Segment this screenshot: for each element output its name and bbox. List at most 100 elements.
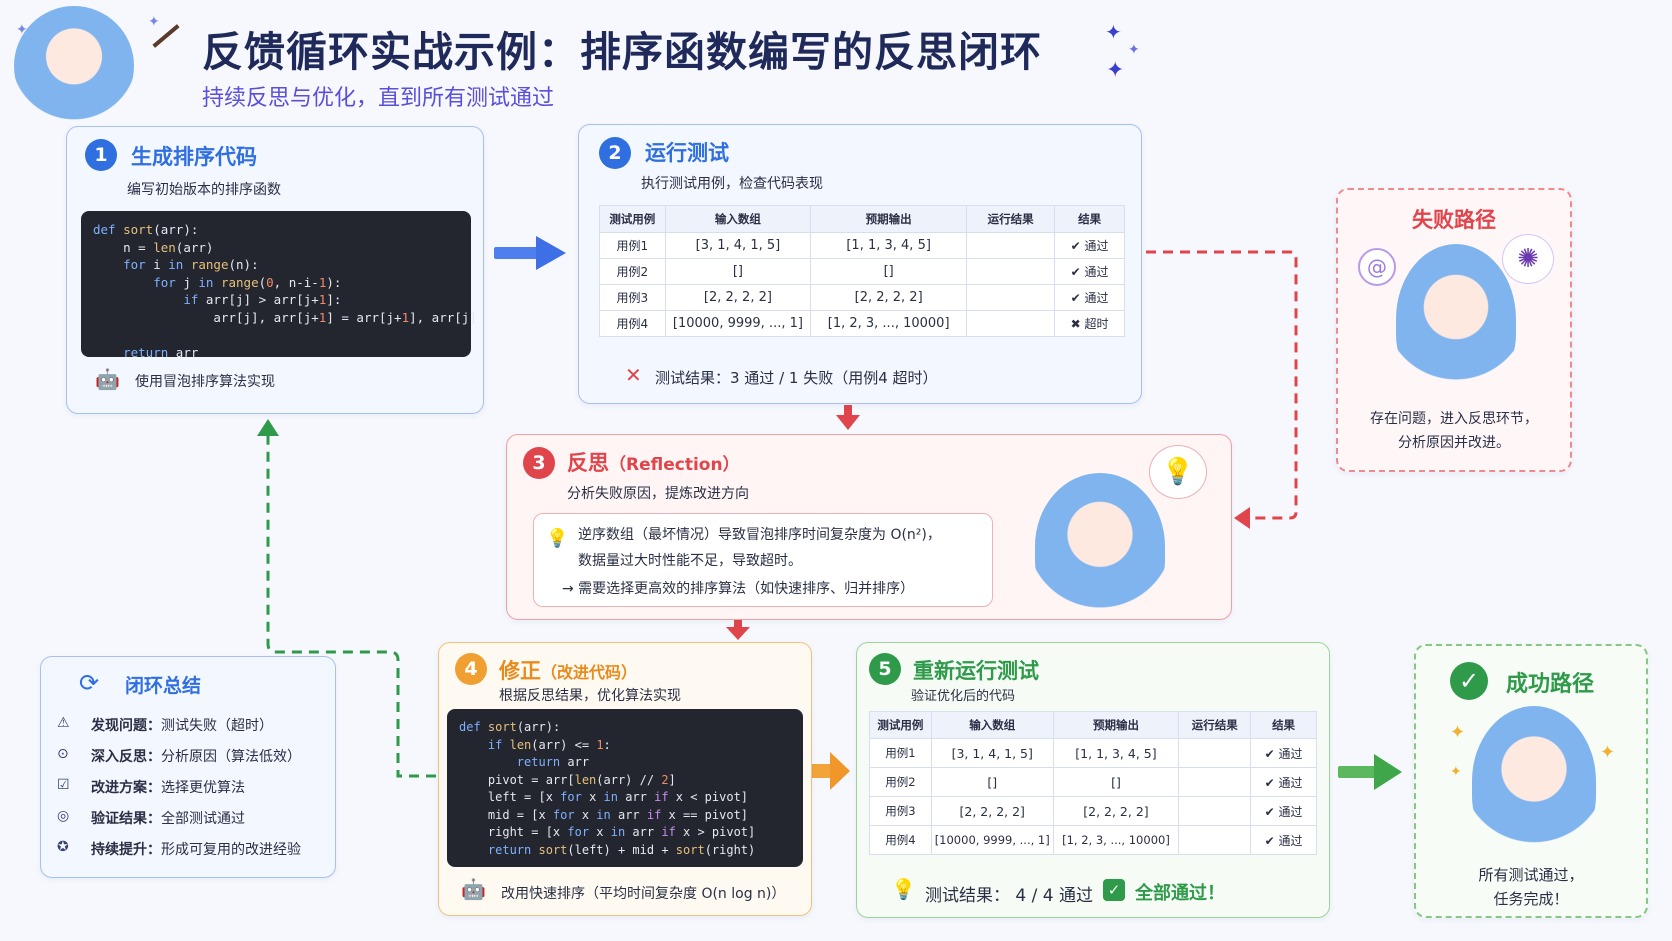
cell-input: [] (664, 258, 812, 285)
cross-icon: ✖ (1070, 317, 1085, 331)
arrow-step5-to-success (1338, 754, 1402, 790)
loop-summary-title: 闭环总结 (125, 675, 202, 697)
step1-note: 使用冒泡排序算法实现 (135, 374, 275, 390)
cell-result: ✔ 通过 (1054, 258, 1125, 285)
summary-item: 深入反思：分析原因（算法低效） (91, 746, 301, 766)
cell-case: 用例1 (599, 232, 666, 259)
cell-expected: [] (1052, 767, 1180, 797)
table-row: 用例2 [] [] ✔ 通过 (599, 258, 1125, 285)
reflection-line1: 逆序数组（最坏情况）导致冒泡排序时间复杂度为 O(n²)， (578, 527, 941, 543)
sparkle-icon: ✦ (1106, 58, 1125, 83)
sparkle-icon: ✦ (1600, 742, 1616, 763)
mascot-confused-image (1396, 244, 1516, 394)
summary-item-label: 深入反思： (91, 749, 161, 765)
cell-expected: [2, 2, 2, 2] (1052, 796, 1180, 826)
step5-title: 重新运行测试 (913, 659, 1039, 683)
cell-result: ✔ 通过 (1250, 796, 1317, 826)
summary-item-text: 选择更优算法 (161, 780, 245, 796)
step5-number: 5 (869, 653, 901, 685)
col-header: 结果 (1250, 711, 1317, 739)
cell-expected: [1, 1, 3, 4, 5] (1052, 738, 1180, 768)
cell-input: [10000, 9999, ..., 1] (664, 310, 812, 337)
step2-number: 2 (599, 137, 631, 169)
step5-summary-ok: 全部通过！ (1135, 883, 1225, 904)
cell-case: 用例2 (599, 258, 666, 285)
col-header: 预期输出 (1052, 711, 1180, 739)
lightbulb-icon: 💡 (546, 528, 569, 549)
check-icon: ✔ (1070, 265, 1085, 279)
cell-result: ✖ 超时 (1054, 310, 1125, 337)
cycle-icon: ⟳ (79, 669, 100, 697)
step2-card: 2 运行测试 执行测试用例，检查代码表现 测试用例 输入数组 预期输出 运行结果… (578, 124, 1142, 404)
sparkle-icon: ✦ (148, 14, 160, 30)
table-row: 用例2 [] [] ✔ 通过 (869, 767, 1317, 797)
step4-subtitle: 根据反思结果，优化算法实现 (499, 688, 681, 704)
step1-subtitle: 编写初始版本的排序函数 (127, 182, 281, 198)
step3-card: 3 反思（Reflection） 分析失败原因，提炼改进方向 💡 逆序数组（最坏… (506, 434, 1232, 620)
page-subtitle: 持续反思与优化，直到所有测试通过 (202, 86, 555, 111)
result-text: 超时 (1084, 317, 1109, 331)
triangle-warning-icon: ⚠ (57, 715, 70, 731)
step3-subtitle: 分析失败原因，提炼改进方向 (567, 486, 749, 502)
fail-path-card: 失败路径 @ ✺ 存在问题，进入反思环节， 分析原因并改进。 (1336, 188, 1572, 472)
cross-icon: ✕ (625, 363, 642, 387)
summary-item-label: 验证结果： (91, 811, 161, 827)
cell-case: 用例3 (869, 796, 932, 826)
step4-card: 4 修正（改进代码） 根据反思结果，优化算法实现 def sort(arr): … (438, 642, 812, 916)
reflection-bubble: 💡 逆序数组（最坏情况）导致冒泡排序时间复杂度为 O(n²)， 数据量过大时性能… (533, 513, 993, 607)
cell-run (966, 310, 1056, 337)
lightbulb-icon: 💡 (891, 877, 916, 901)
summary-item-text: 形成可复用的改进经验 (161, 842, 301, 858)
step2-title: 运行测试 (645, 141, 729, 165)
cell-case: 用例1 (869, 738, 932, 768)
step3-title-en: （Reflection） (609, 455, 740, 475)
summary-item-label: 发现问题： (91, 718, 161, 734)
result-text: 通过 (1278, 833, 1303, 848)
summary-item-text: 测试失败（超时） (161, 718, 273, 734)
cell-result: ✔ 通过 (1250, 825, 1317, 855)
success-check-icon: ✓ (1450, 662, 1488, 700)
step2-test-table: 测试用例 输入数组 预期输出 运行结果 结果 用例1 [3, 1, 4, 1, … (599, 205, 1125, 337)
check-icon: ✔ (1264, 833, 1279, 848)
cell-expected: [2, 2, 2, 2] (810, 284, 968, 311)
cell-run (966, 284, 1056, 311)
step3-title: 反思（Reflection） (567, 447, 740, 477)
idea-bulb-icon: 💡 (1149, 445, 1207, 499)
step2-subtitle: 执行测试用例，检查代码表现 (641, 176, 823, 192)
cell-case: 用例4 (869, 825, 932, 855)
step4-title-extra: （改进代码） (541, 663, 638, 682)
result-text: 通过 (1084, 265, 1109, 279)
col-header: 输入数组 (930, 711, 1054, 739)
sparkle-icon: ✦ (1450, 722, 1466, 743)
col-header: 测试用例 (869, 711, 932, 739)
step5-subtitle: 验证优化后的代码 (911, 689, 1016, 704)
step4-title: 修正（改进代码） (499, 655, 637, 685)
summary-item: 改进方案：选择更优算法 (91, 777, 245, 797)
check-icon: ✔ (1070, 239, 1085, 253)
reflection-line2: 数据量过大时性能不足，导致超时。 (578, 553, 802, 569)
step2-summary: 测试结果：3 通过 / 1 失败（用例4 超时） (655, 369, 938, 387)
cell-result: ✔ 通过 (1054, 284, 1125, 311)
summary-item-label: 持续提升： (91, 842, 161, 858)
loop-back-arrowhead (257, 419, 279, 436)
check-icon: ✔ (1070, 291, 1085, 305)
table-row: 用例1 [3, 1, 4, 1, 5] [1, 1, 3, 4, 5] ✔ 通过 (869, 738, 1317, 768)
mascot-happy-image (1472, 706, 1596, 856)
summary-item-label: 改进方案： (91, 780, 161, 796)
table-row: 用例4 [10000, 9999, ..., 1] [1, 2, 3, ...,… (599, 310, 1125, 337)
mascot-teacher-image (14, 6, 134, 126)
summary-item-text: 分析原因（算法低效） (161, 749, 301, 765)
cell-case: 用例2 (869, 767, 932, 797)
cell-expected: [1, 2, 3, ..., 10000] (1052, 825, 1180, 855)
cell-case: 用例4 (599, 310, 666, 337)
col-header: 预期输出 (810, 205, 968, 233)
cell-result: ✔ 通过 (1250, 767, 1317, 797)
result-text: 通过 (1278, 804, 1303, 819)
cell-run (1178, 796, 1252, 826)
step3-number: 3 (523, 447, 555, 479)
col-header: 结果 (1054, 205, 1125, 233)
cell-run (1178, 767, 1252, 797)
step4-title-text: 修正 (499, 659, 541, 683)
cell-expected: [] (810, 258, 968, 285)
